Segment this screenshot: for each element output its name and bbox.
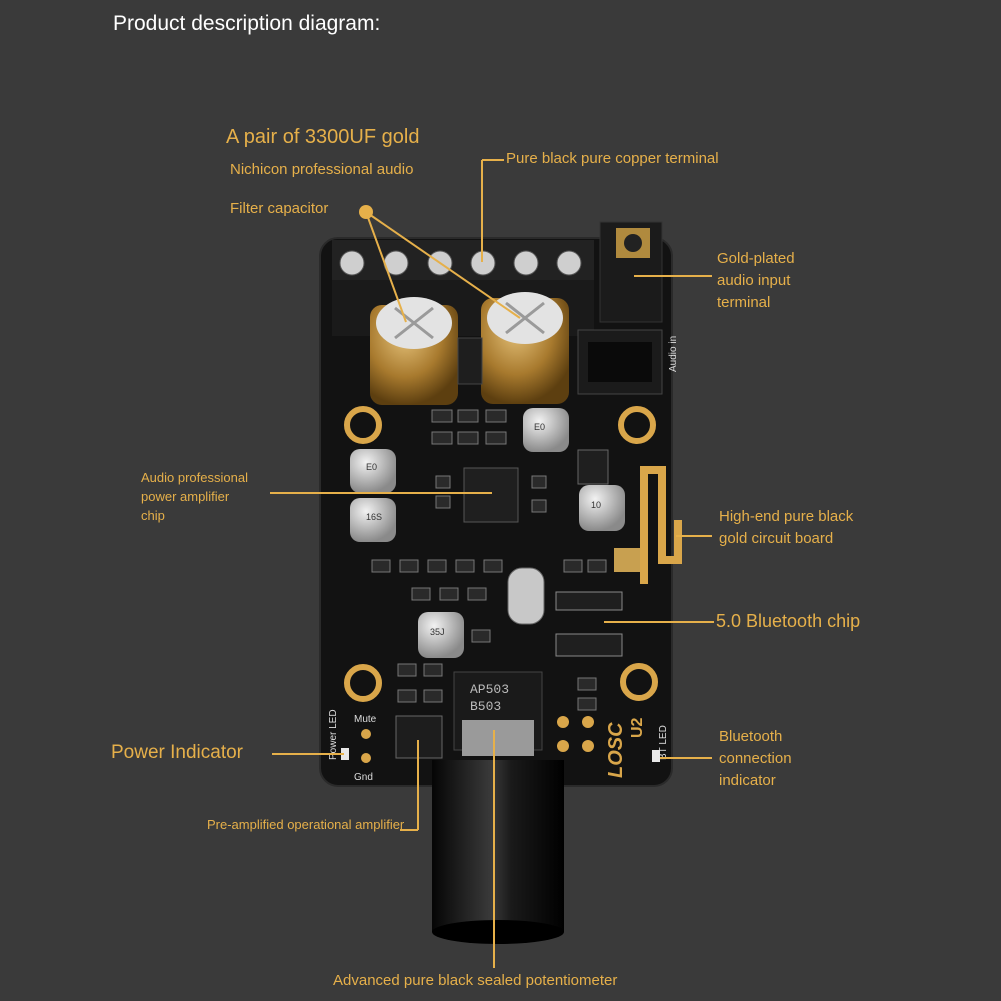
bluetooth-chip-label: 5.0 Bluetooth chip [716, 611, 861, 631]
amplifier-chip [463, 467, 519, 523]
pcb-antenna [640, 466, 682, 584]
inductor [457, 337, 483, 385]
bluetooth-module-chip [555, 591, 623, 611]
header-pins [361, 716, 594, 763]
amp-chip-label: Audio professional power amplifier chip [141, 470, 248, 523]
terminal-label: Pure black pure copper terminal [506, 150, 719, 167]
small-capacitor [350, 498, 396, 542]
board-logo: LOSC [605, 722, 627, 778]
small-capacitor [350, 449, 396, 493]
circuit-board-label: High-end pure black gold circuit board [719, 508, 854, 547]
mount-hole [344, 406, 382, 444]
pot-marking: AP503 [470, 682, 509, 697]
audio-input-label: Gold-plated audio input terminal [717, 250, 795, 311]
mount-hole [344, 664, 382, 702]
audio-in-silkscreen: Audio in [668, 336, 679, 372]
bt-led-silkscreen: BT LED [658, 725, 669, 760]
power-indicator-label: Power Indicator [111, 742, 244, 763]
power-led [341, 748, 349, 760]
filter-capacitor-right [481, 292, 569, 404]
potentiometer-body [453, 671, 543, 756]
smd-components [371, 409, 607, 711]
capacitor-label-line3: Filter capacitor [230, 200, 329, 217]
board-logo-sub: U2 [629, 717, 646, 738]
audio-jack [599, 221, 663, 323]
cap-marking: 16S [366, 512, 382, 522]
mute-silkscreen: Mute [354, 714, 377, 725]
filter-capacitor-left [370, 297, 458, 405]
small-capacitor [418, 612, 464, 658]
small-capacitor [579, 485, 625, 531]
regulator [577, 449, 609, 485]
mount-hole [618, 406, 656, 444]
cap-marking: E0 [366, 462, 377, 472]
diagram-title: Product description diagram: [113, 12, 381, 35]
cap-marking: 10 [591, 500, 601, 510]
cap-marking: E0 [534, 422, 545, 432]
potentiometer-label: Advanced pure black sealed potentiometer [333, 972, 618, 989]
gnd-silkscreen: Gnd [354, 772, 373, 783]
antenna-connector [614, 548, 640, 572]
small-capacitor [523, 408, 569, 452]
potentiometer-knob [432, 760, 564, 944]
cap-marking: 35J [430, 627, 445, 637]
mount-hole [620, 663, 658, 701]
crystal [507, 567, 545, 625]
capacitor-label-line2: Nichicon professional audio [230, 161, 414, 178]
pot-marking: B503 [470, 699, 501, 714]
callout-lines [270, 159, 714, 968]
preamp-label: Pre-amplified operational amplifier [207, 817, 405, 832]
bt-led [652, 750, 660, 762]
audio-in-connector [577, 329, 663, 395]
capacitor-label-heading: A pair of 3300UF gold [226, 126, 420, 148]
power-led-silkscreen: Power LED [328, 709, 339, 760]
bt-indicator-label: Bluetooth connection indicator [719, 728, 792, 789]
bluetooth-module-chip [555, 633, 623, 657]
